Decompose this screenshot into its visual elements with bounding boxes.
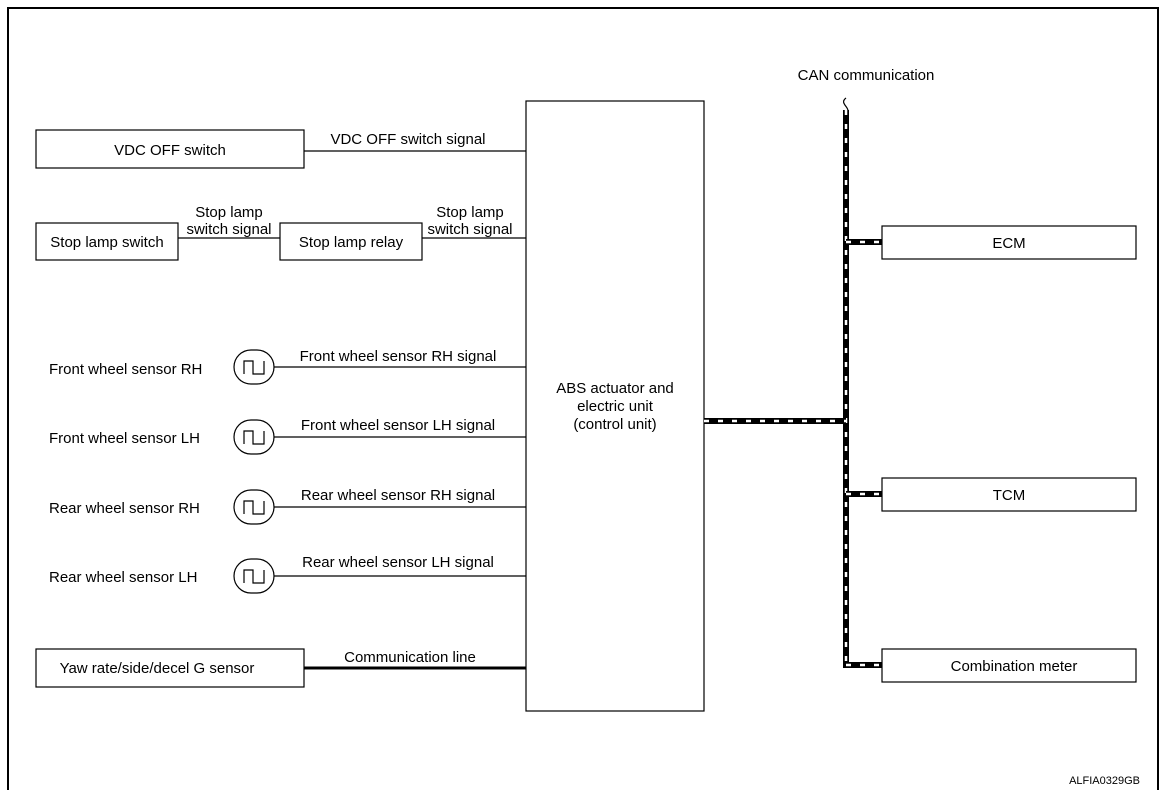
yaw-sensor-label: Yaw rate/side/decel G sensor: [60, 660, 255, 677]
vdc-off-signal-label: VDC OFF switch signal: [330, 131, 485, 148]
combination-meter-label: Combination meter: [951, 658, 1078, 675]
sensor-signal-label: Front wheel sensor LH signal: [301, 417, 495, 434]
tcm-label: TCM: [993, 487, 1026, 504]
ecm-box: [881, 225, 1137, 260]
wheel-sensor-rh-rear: Rear wheel sensor RH Rear wheel sensor R…: [49, 487, 526, 525]
combination-meter-box: [881, 648, 1137, 683]
abs-unit-box: [525, 100, 705, 712]
vdc-off-switch-label: VDC OFF switch: [114, 142, 226, 159]
sensor-signal-label: Rear wheel sensor RH signal: [301, 487, 495, 504]
stop-lamp-relay-box: [279, 222, 423, 261]
abs-unit-label-1: ABS actuator and: [556, 380, 674, 397]
sensor-name: Rear wheel sensor LH: [49, 569, 197, 586]
sensor-name: Front wheel sensor RH: [49, 361, 202, 378]
stop-lamp-signal-label-2b: switch signal: [427, 221, 512, 238]
stop-lamp-signal-label-1a: Stop lamp: [195, 204, 263, 221]
sensor-signal-label: Front wheel sensor RH signal: [300, 348, 497, 365]
stop-lamp-signal-label-2a: Stop lamp: [436, 204, 504, 221]
sensor-name: Front wheel sensor LH: [49, 430, 200, 447]
wheel-sensor-icon: [233, 349, 275, 385]
wheel-sensor-icon: [233, 489, 275, 525]
sensor-signal-label: Rear wheel sensor LH signal: [302, 554, 494, 571]
wheel-sensor-rh-front: Front wheel sensor RH Front wheel sensor…: [49, 348, 526, 385]
stop-lamp-switch-label: Stop lamp switch: [50, 234, 163, 251]
wheel-sensor-lh-front: Front wheel sensor LH Front wheel sensor…: [49, 417, 526, 455]
tcm-box: [881, 477, 1137, 512]
ecm-label: ECM: [992, 235, 1025, 252]
stop-lamp-signal-label-1b: switch signal: [186, 221, 271, 238]
abs-unit-label-2: electric unit: [577, 398, 654, 415]
wheel-sensor-icon: [233, 558, 275, 594]
stop-lamp-switch-box: [35, 222, 179, 261]
can-communication-label: CAN communication: [798, 67, 935, 84]
communication-line-label: Communication line: [344, 649, 476, 666]
diagram-frame: [7, 7, 1159, 790]
abs-unit-label-3: (control unit): [573, 416, 656, 433]
wheel-sensor-lh-rear: Rear wheel sensor LH Rear wheel sensor L…: [49, 554, 526, 594]
sensor-name: Rear wheel sensor RH: [49, 500, 200, 517]
stop-lamp-relay-label: Stop lamp relay: [299, 234, 404, 251]
figure-code: ALFIA0329GB: [1069, 775, 1140, 787]
wheel-sensor-icon: [233, 419, 275, 455]
vdc-off-switch-box: [35, 129, 305, 169]
